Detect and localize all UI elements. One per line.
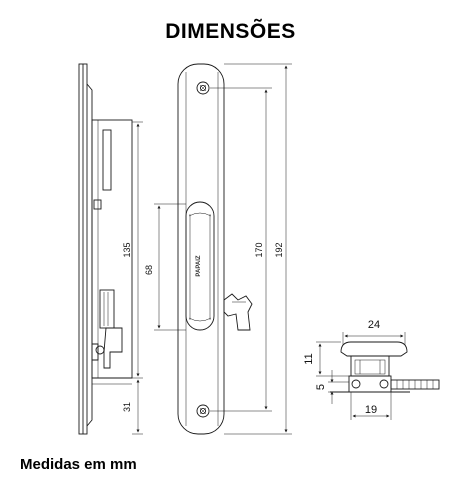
dim-side-lower: 31	[122, 402, 132, 412]
side-view: 135 31	[78, 63, 143, 435]
dim-handle-height: 68	[144, 265, 154, 275]
dim-section-depth: 19	[365, 404, 377, 416]
dim-hole-spacing: 170	[254, 242, 264, 257]
dim-section-height: 11	[303, 353, 315, 364]
front-view: PAPAIZ 68 170 192	[144, 63, 292, 435]
brand-mark: PAPAIZ	[196, 255, 202, 276]
dim-section-width: 24	[368, 319, 380, 331]
dim-side-upper: 135	[122, 242, 132, 257]
dim-overall-length: 192	[274, 242, 284, 257]
dim-section-offset: 5	[315, 384, 327, 390]
units-note: Medidas em mm	[20, 456, 137, 473]
page-title: DIMENSÕES	[165, 20, 296, 43]
cross-section-view: 24 11 5 1	[303, 319, 440, 420]
